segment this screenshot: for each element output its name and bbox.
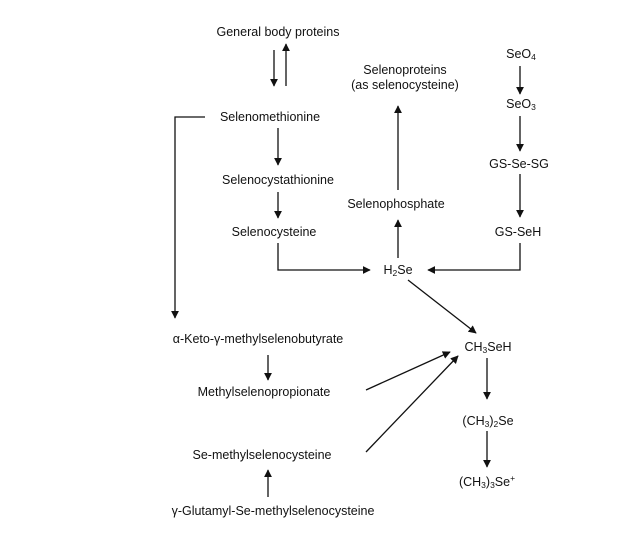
trimethylselenonium-subscript-2: 3 — [490, 480, 495, 490]
methylselenopropionate-label: Methylselenopropionate — [197, 385, 331, 399]
gs-seh-label: GS-SeH — [494, 225, 542, 239]
seo4-subscript: 4 — [531, 52, 536, 62]
ch3seh-label: CH3SeH — [464, 340, 511, 355]
selenoproteins-line2: (as selenocysteine) — [351, 78, 459, 92]
selenoproteins-label: Selenoproteins (as selenocysteine) — [351, 63, 459, 93]
dimethylselenide-subscript-2: 2 — [493, 419, 499, 429]
arrow-se-methylselenocysteine-to-ch3seh — [365, 355, 459, 453]
dimethylselenide-subscript-1: 3 — [484, 419, 490, 429]
arrow-gsseh-to-h2se — [427, 243, 521, 274]
dimethylselenide-text-b: ) — [489, 414, 494, 428]
h2se-label: H2Se — [383, 263, 412, 278]
arrow-methylselenopropionate-to-ch3seh — [365, 351, 451, 391]
trimethylselenonium-subscript-1: 3 — [481, 480, 486, 490]
h2se-text-a: H — [383, 263, 393, 277]
arrow-h2se-to-ch3seh — [407, 279, 477, 334]
ch3seh-text-b: SeH — [487, 340, 512, 354]
dimethylselenide-text-a: (CH — [462, 414, 485, 428]
ch3seh-subscript: 3 — [482, 345, 488, 355]
arrow-selenomethionine-to-keto — [171, 116, 205, 319]
dimethylselenide-label: (CH3)2Se — [462, 414, 513, 429]
selenocysteine-label: Selenocysteine — [231, 225, 317, 239]
gs-se-sg-label: GS-Se-SG — [489, 157, 549, 171]
selenoproteins-line1: Selenoproteins — [363, 63, 447, 77]
se-methylselenocysteine-label: Se-methylselenocysteine — [192, 448, 332, 462]
seo4-label: SeO4 — [506, 47, 536, 62]
arrow-selenocysteine-to-h2se — [277, 243, 371, 274]
selenomethionine-label: Selenomethionine — [219, 110, 321, 124]
ch3seh-text-a: CH — [464, 340, 483, 354]
trimethylselenonium-text-a: (CH — [458, 475, 482, 489]
trimethylselenonium-label: (CH3)3Se+ — [458, 473, 516, 490]
gamma-glutamyl-label: γ-Glutamyl-Se-methylselenocysteine — [171, 504, 375, 518]
seo3-text: SeO — [506, 97, 532, 111]
h2se-subscript: 2 — [392, 268, 398, 278]
selenophosphate-label: Selenophosphate — [347, 197, 445, 211]
trimethylselenonium-text-c: Se — [494, 475, 511, 489]
seo3-label: SeO3 — [506, 97, 536, 112]
general-body-proteins-label: General body proteins — [216, 25, 340, 39]
dimethylselenide-text-c: Se — [498, 414, 514, 428]
keto-methylselenobutyrate-label: α-Keto-γ-methylselenobutyrate — [172, 332, 344, 346]
seo3-subscript: 3 — [531, 102, 536, 112]
h2se-text-b: Se — [397, 263, 413, 277]
seo4-text: SeO — [506, 47, 532, 61]
trimethylselenonium-superscript: + — [510, 473, 516, 483]
selenocystathionine-label: Selenocystathionine — [222, 173, 334, 187]
trimethylselenonium-text-b: ) — [485, 475, 491, 489]
